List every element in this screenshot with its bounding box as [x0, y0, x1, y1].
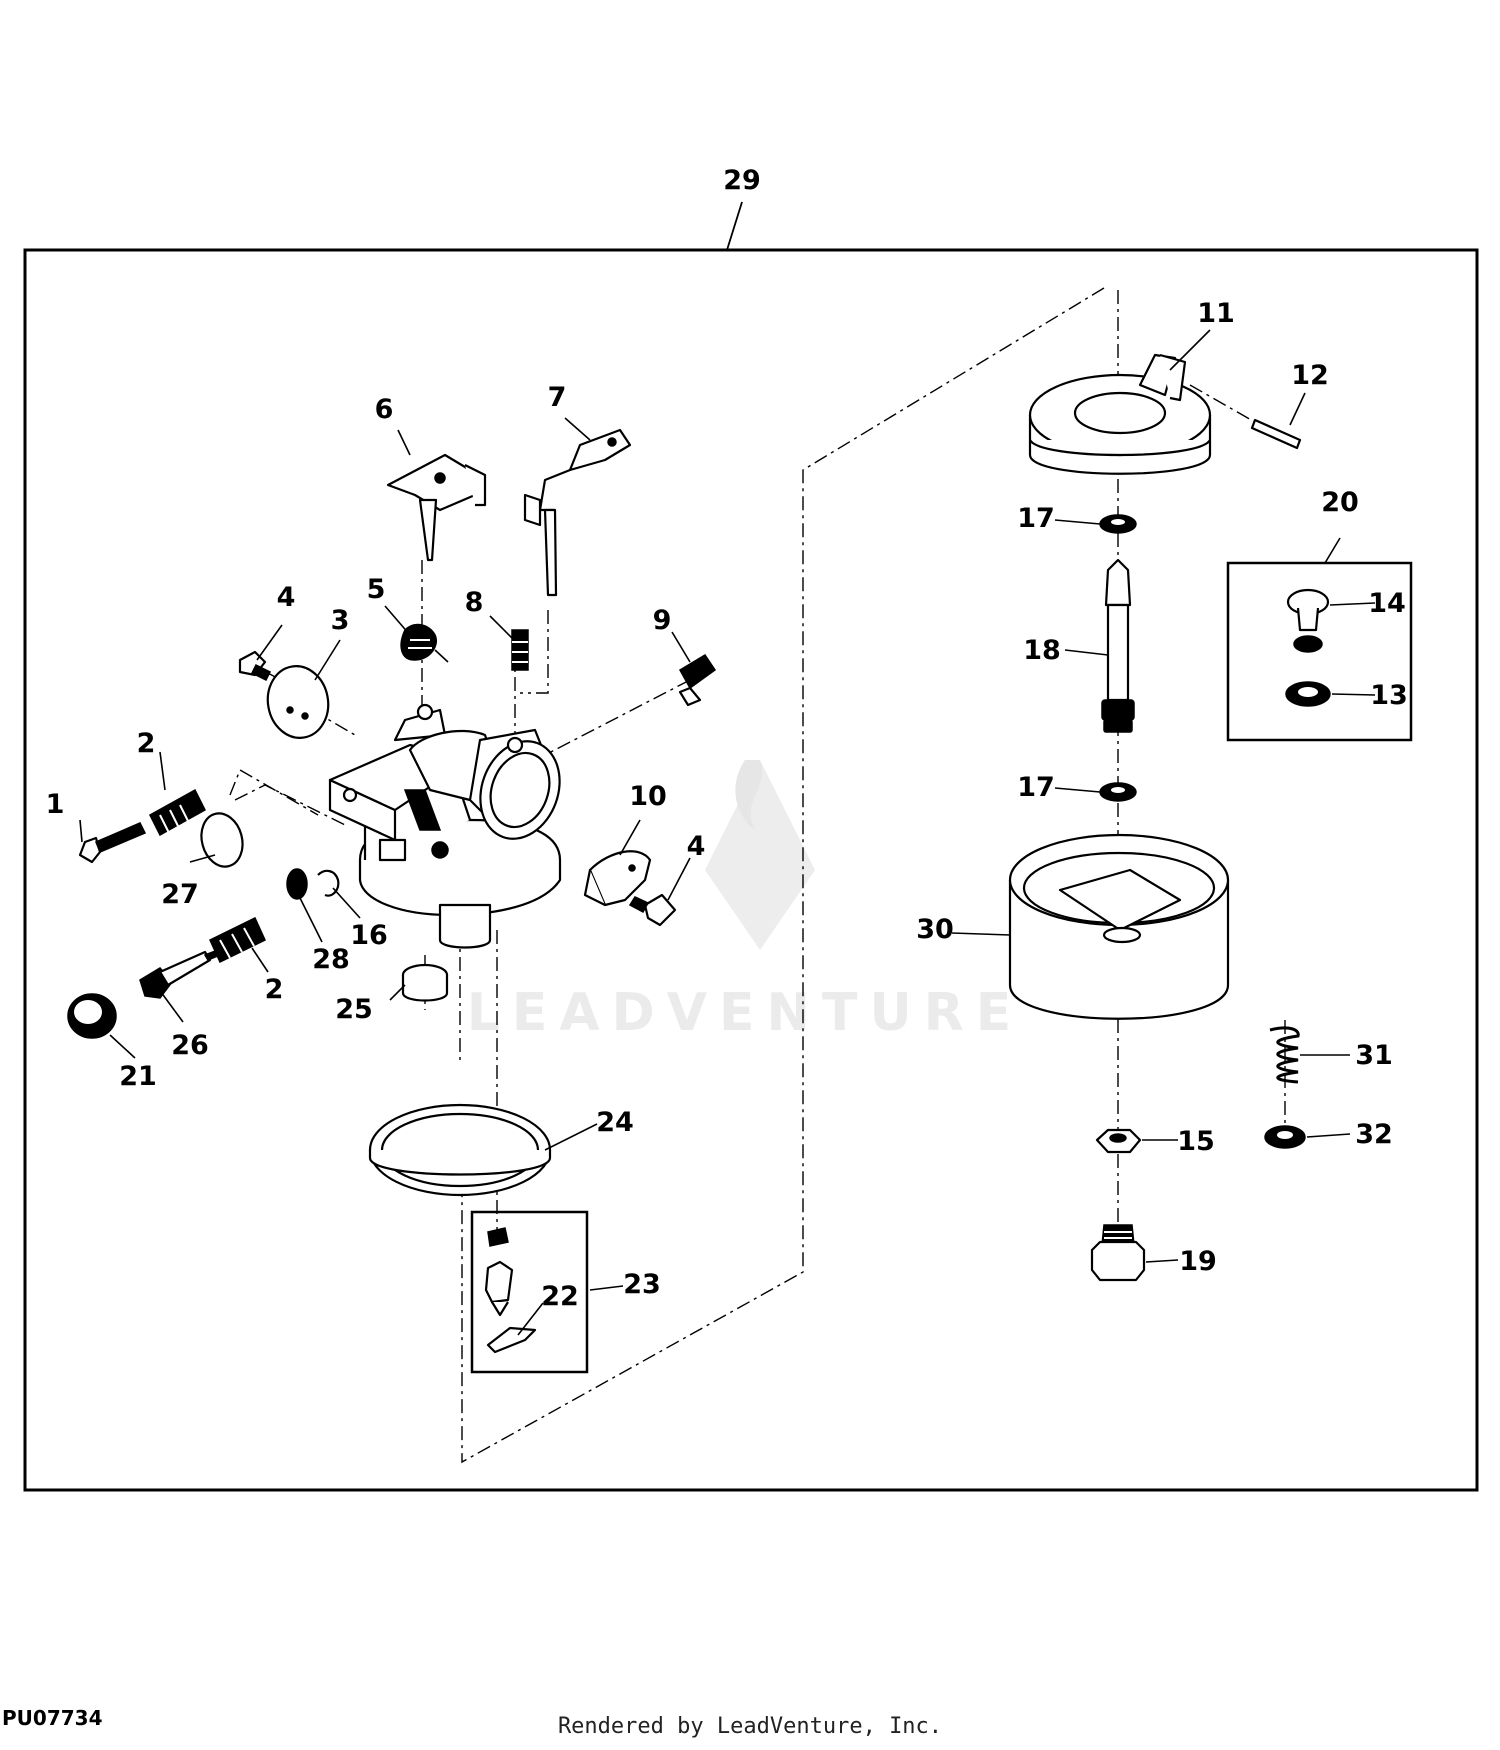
- part-18-main-jet: [1101, 558, 1135, 733]
- figure-id: PU07734: [2, 1706, 103, 1730]
- callout-32: 32: [1355, 1119, 1393, 1150]
- part-15-washer: [1095, 1128, 1142, 1154]
- callout-16: 16: [350, 920, 388, 951]
- callout-5: 5: [367, 574, 386, 605]
- part-22-inlet-needle: [484, 1227, 537, 1354]
- callout-31: 31: [1355, 1040, 1393, 1071]
- part-24-gasket: [368, 1103, 552, 1197]
- part-11-float: [1028, 353, 1212, 475]
- callout-4-upper: 4: [277, 582, 296, 613]
- callout-18: 18: [1023, 635, 1061, 666]
- part-13-seat: [1285, 681, 1331, 707]
- part-6-choke-shaft: [386, 453, 487, 562]
- part-1-screw: [78, 822, 147, 864]
- part-5-spring: [400, 623, 449, 663]
- callout-3: 3: [331, 605, 350, 636]
- callout-12: 12: [1291, 360, 1329, 391]
- callout-1: 1: [46, 789, 65, 820]
- watermark-text: LEADVENTURE: [467, 983, 1024, 1043]
- callout-4-lower: 4: [687, 831, 706, 862]
- callout-6: 6: [375, 394, 394, 425]
- part-4-screw-lower: [628, 893, 677, 927]
- callout-25: 25: [335, 994, 373, 1025]
- part-20-kit-box: [1226, 561, 1413, 742]
- callout-2-lower: 2: [265, 974, 284, 1005]
- part-31-spring: [1269, 1026, 1300, 1084]
- callout-30: 30: [916, 914, 954, 945]
- callout-23: 23: [623, 1269, 661, 1300]
- callout-21: 21: [119, 1061, 157, 1092]
- part-12-pin: [1250, 418, 1302, 450]
- render-credit: Rendered by LeadVenture, Inc.: [557, 1714, 943, 1739]
- callout-2-upper: 2: [137, 728, 156, 759]
- callout-17-upper: 17: [1017, 503, 1055, 534]
- part-28-washer: [286, 868, 308, 900]
- part-30-float-bowl: [1008, 833, 1230, 1020]
- callouts: 29 6 7 4 3 5 8 9 2 1 27 10 4 16 28 2 26 …: [46, 165, 1408, 1312]
- callout-13: 13: [1370, 680, 1408, 711]
- part-27-plug: [200, 812, 244, 868]
- callout-17-lower: 17: [1017, 772, 1055, 803]
- callout-20: 20: [1321, 487, 1359, 518]
- part-32-nut: [1264, 1125, 1306, 1149]
- part-2-spring-upper: [149, 788, 206, 837]
- part-19-bolt: [1090, 1224, 1146, 1282]
- callout-7: 7: [548, 382, 567, 413]
- callout-15: 15: [1177, 1126, 1215, 1157]
- part-23-kit-box: [470, 1210, 589, 1374]
- part-25-seat: [401, 963, 449, 1002]
- callout-28: 28: [312, 944, 350, 975]
- part-3-throttle-plate: [266, 665, 330, 739]
- part-10-choke-plate: [583, 850, 652, 907]
- part-26-needle: [139, 949, 221, 999]
- carburetor-body: [328, 703, 562, 949]
- callout-19: 19: [1179, 1246, 1217, 1277]
- callout-26: 26: [171, 1030, 209, 1061]
- callout-24: 24: [596, 1107, 634, 1138]
- callout-14: 14: [1368, 588, 1406, 619]
- callout-27: 27: [161, 879, 199, 910]
- part-21-cap: [67, 993, 117, 1039]
- assembly-frame: [23, 248, 1479, 1492]
- part-14-valve: [1286, 588, 1330, 653]
- part-7-throttle-shaft: [523, 428, 632, 597]
- part-8-pin: [511, 629, 529, 671]
- group-divider-phantom: [461, 287, 1105, 1464]
- part-9-fitting: [678, 653, 717, 707]
- watermark: LEADVENTURE: [467, 760, 1024, 1043]
- callout-11: 11: [1197, 298, 1235, 329]
- callout-22: 22: [541, 1281, 579, 1312]
- callout-29: 29: [723, 165, 761, 196]
- callout-8: 8: [465, 587, 484, 618]
- callout-10: 10: [629, 781, 667, 812]
- part-4-screw-upper: [238, 650, 272, 682]
- part-16-clip: [317, 869, 340, 897]
- callout-9: 9: [653, 605, 672, 636]
- leader-lines: [79, 329, 1376, 1336]
